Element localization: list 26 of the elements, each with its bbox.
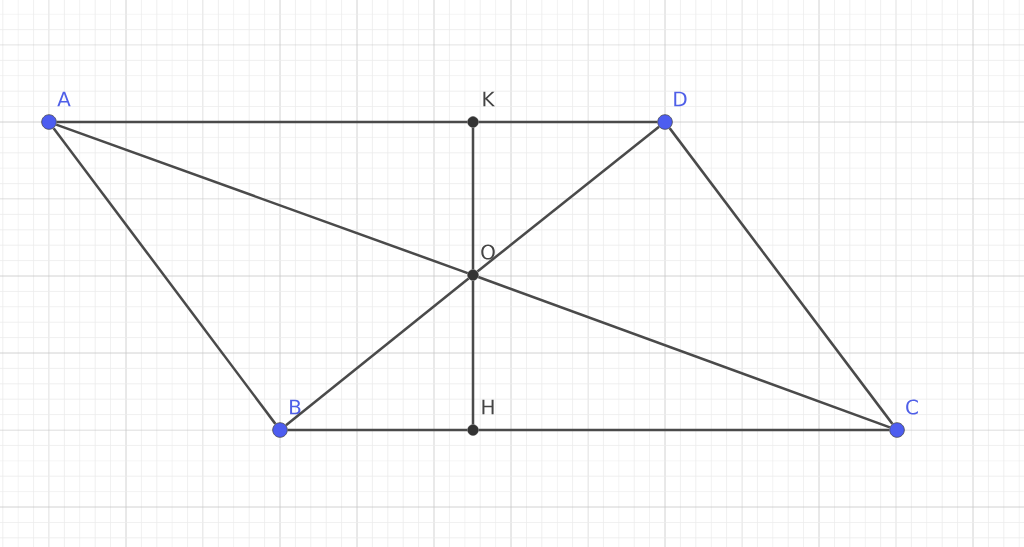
line-segment	[52, 127, 277, 425]
node-label: A	[57, 91, 71, 107]
point: H	[467, 399, 494, 436]
line-segment	[287, 428, 468, 432]
point: D	[657, 91, 687, 130]
node-label: H	[482, 399, 494, 415]
point: O	[467, 244, 495, 281]
line-segment	[478, 428, 890, 432]
point: A	[41, 91, 71, 130]
point: K	[467, 91, 495, 128]
point: B	[272, 399, 301, 438]
node-label: C	[906, 399, 918, 415]
line-segment	[471, 127, 475, 270]
line-segment	[478, 120, 658, 124]
node-label: B	[290, 399, 301, 415]
node-label: D	[674, 91, 687, 107]
line-segment	[56, 120, 468, 124]
line-segment	[477, 275, 891, 429]
line-segment	[471, 280, 475, 425]
point: C	[889, 399, 918, 438]
node-label: K	[483, 91, 495, 107]
line-segment	[476, 125, 660, 273]
line-segment	[55, 123, 469, 275]
line-segment	[668, 127, 894, 425]
line-segment	[285, 277, 470, 427]
node-label: O	[481, 244, 495, 260]
